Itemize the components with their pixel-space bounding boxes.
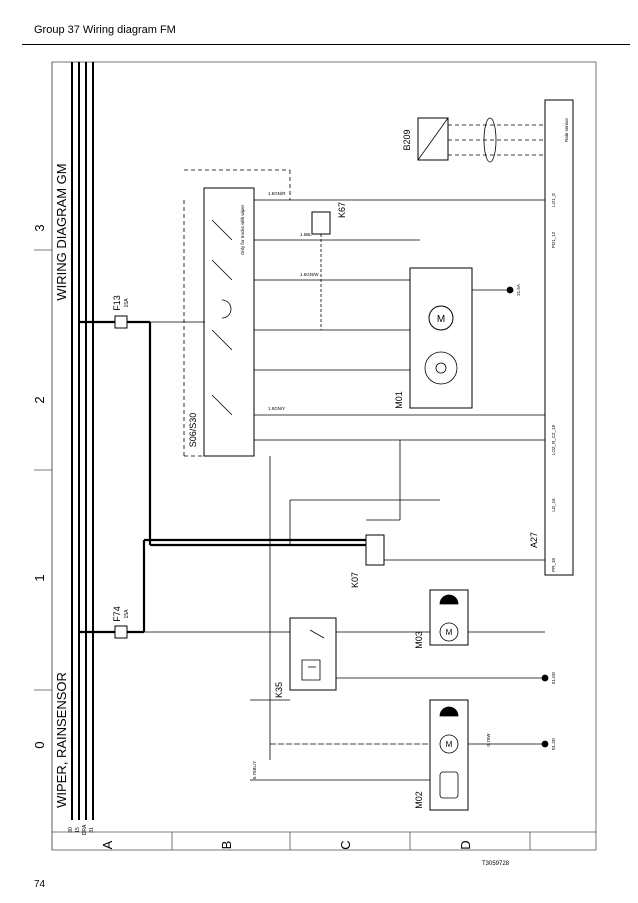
bus-label-30: 30 (68, 827, 74, 833)
motor-m01-gear (424, 351, 458, 385)
page-number: 74 (34, 879, 46, 890)
col-label-1: 1 (32, 574, 47, 581)
k35-coil (301, 659, 321, 681)
bus-label-15: 15 (75, 827, 81, 833)
ground-013d-label: 01.3D (551, 737, 556, 750)
ground-616d (541, 674, 549, 682)
control-unit-a27 (544, 99, 574, 576)
conn-pr18: PR_18 (551, 558, 556, 572)
conn-pd12: PD1_12 (551, 231, 556, 248)
ground-315a (506, 286, 514, 294)
bus-label-31: 31 (89, 827, 95, 833)
diagram-frame (51, 61, 597, 851)
relay-k07 (365, 534, 385, 566)
ground-013d (541, 740, 549, 748)
motor-m01-label: M01 (394, 391, 404, 409)
col-label-0: 0 (32, 741, 47, 748)
motor-m01-gear-inner (435, 362, 447, 374)
switch-s06-label: S06/S30 (188, 413, 198, 448)
wire-label-gny: 1.5GN/Y (268, 406, 285, 411)
row-label-c: C (338, 840, 353, 849)
motor-m03-label: M03 (414, 631, 424, 649)
conn-lo2rc: LO2_R_C2_18 (551, 424, 556, 455)
motor-m02-reservoir (439, 771, 459, 799)
motor-m02 (429, 699, 469, 811)
sensor-b209-label: B209 (402, 129, 412, 150)
motor-m02-symbol (439, 734, 459, 754)
fuse-f74 (114, 625, 128, 639)
page-header: Group 37 Wiring diagram FM (34, 24, 176, 36)
relay-k35-label: K35 (274, 682, 284, 698)
motor-m02-m: M (446, 740, 453, 749)
sensor-b209-diag (417, 117, 449, 161)
conn-lo1: LO1_8 (551, 193, 556, 207)
wire-label-gnr: 1.5GN/R (268, 191, 286, 196)
motor-m02-pump (439, 706, 459, 717)
control-unit-a27-label: A27 (529, 532, 539, 548)
row-label-b: B (219, 841, 234, 850)
fuse-f13-label: F13 (112, 295, 122, 311)
sensor-shield (483, 117, 497, 163)
k35-switch (309, 629, 325, 639)
motor-m02-label: M02 (414, 791, 424, 809)
relay-k67-label: K67 (337, 202, 347, 218)
motor-m01-m: M (437, 314, 445, 325)
wire-label-w: 0.75W (486, 733, 491, 747)
row-label-d: D (458, 840, 473, 849)
motor-m01 (409, 267, 473, 409)
conn-ld16: LD_16 (551, 498, 556, 512)
motor-m03 (429, 589, 469, 646)
ground-315a-label: 31.5A (516, 284, 521, 296)
fuse-f74-label: F74 (112, 606, 122, 622)
wire-label-bly: 0.75BL/Y (252, 761, 257, 780)
switch-contacts (211, 219, 233, 416)
sensor-b209 (417, 117, 449, 161)
fuse-f13-rating: 15A (124, 298, 130, 308)
relay-k07-label: K07 (350, 572, 360, 588)
motor-m03-m: M (446, 628, 453, 637)
fuse-f74-rating: 15A (124, 609, 130, 619)
motor-m01-symbol (428, 305, 454, 331)
wipe-note: Only for trucks with wiper (240, 204, 245, 255)
wire-label-gnw: 1.5GN/W (300, 272, 319, 277)
rain-sensor-label: Rain sensor (564, 117, 569, 142)
relay-k35 (289, 617, 337, 691)
switch-s06-s30 (203, 187, 255, 457)
ground-616d-label: 61.6D (551, 671, 556, 684)
col-label-2: 2 (32, 396, 47, 403)
relay-k67 (311, 211, 331, 235)
motor-m03-pump (439, 594, 459, 605)
fuse-f13 (114, 315, 128, 329)
col-label-3: 3 (32, 224, 47, 231)
wire-label-bl: 1.5BL (300, 232, 312, 237)
row-label-a: A (100, 840, 115, 849)
motor-m03-symbol (439, 622, 459, 642)
title-wiring: WIRING DIAGRAM GM (54, 163, 69, 300)
drawing-reference: T3059728 (482, 861, 510, 867)
title-wiper: WIPER, RAINSENSOR (54, 672, 69, 808)
header-rule (22, 44, 630, 45)
bus-label-dra: DRA (82, 824, 88, 835)
